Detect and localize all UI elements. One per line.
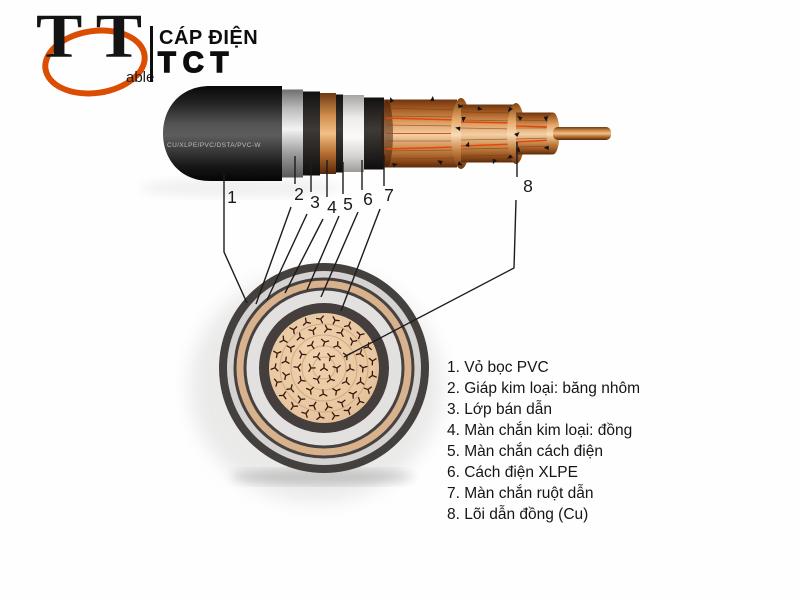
layer-insulation-screen [336,94,343,173]
copper-strands [381,98,611,169]
copper-rod [553,127,611,140]
legend-item: 1. Vỏ bọc PVC [447,359,549,376]
brand-header: TT able CÁP ĐIỆN TCT [0,0,320,104]
legend-item: 5. Màn chắn cách điện [447,443,603,460]
cable-sheath [163,86,282,181]
layer-semiconductive [303,91,320,176]
cross-section-shadow [230,469,414,485]
layer-copper-screen [320,93,336,174]
callout-number-1: 1 [227,187,237,207]
logo-monogram-suffix: able [126,69,155,86]
legend-item: 7. Màn chắn ruột dẫn [447,485,594,502]
brand-subtitle: TCT [157,46,236,80]
callout-number-4: 4 [327,197,337,217]
callout-number-8: 8 [523,176,533,196]
logo-monogram: TT [36,3,156,71]
legend-item: 4. Màn chắn kim loại: đồng [447,422,633,439]
callout-number-7: 7 [384,185,394,205]
callout-lines [223,142,518,358]
layer-aluminium-tape [282,89,303,178]
logo-divider [150,26,153,82]
callout-number-6: 6 [363,189,373,209]
legend-item: 8. Lõi dẫn đồng (Cu) [447,506,589,523]
legend-item: 2. Giáp kim loại: băng nhôm [447,380,640,397]
legend-item: 3. Lớp bán dẫn [447,401,552,418]
callout-number-2: 2 [294,184,304,204]
cable-shadow [140,178,340,198]
cross-section [219,263,429,473]
callout-number-5: 5 [343,194,353,214]
legend: 1. Vỏ bọc PVC 2. Giáp kim loại: băng nhô… [447,357,640,525]
callout-numbers: 1 2 3 4 5 6 7 8 [227,176,533,217]
callout-number-3: 3 [310,192,320,212]
brand-title: CÁP ĐIỆN [159,27,259,49]
layer-conductor-screen [364,97,384,170]
legend-item: 6. Cách điện XLPE [447,464,578,481]
layer-xlpe [343,95,364,172]
cable-render: CU/XLPE/PVC/DSTA/PVC-W [163,86,611,181]
sheath-print-text: CU/XLPE/PVC/DSTA/PVC-W [167,142,261,149]
